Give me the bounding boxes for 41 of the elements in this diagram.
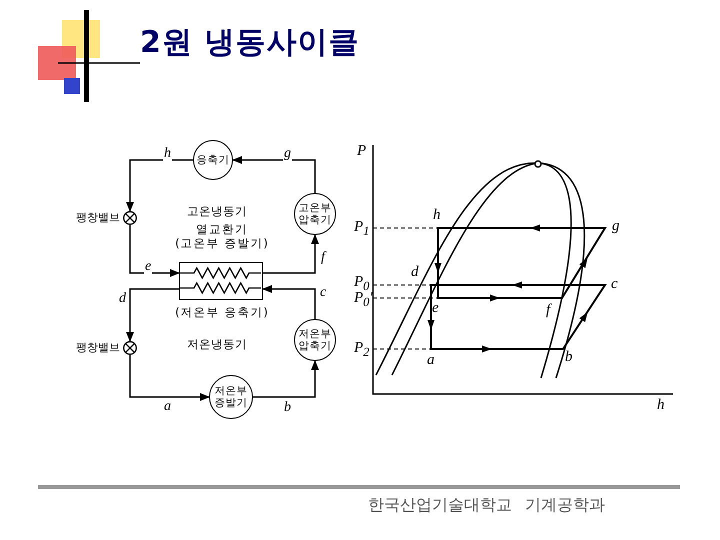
axis-label: h: [657, 397, 664, 414]
point-label: e: [432, 300, 439, 316]
point-label: b: [565, 349, 572, 366]
point-label: a: [427, 352, 434, 368]
cycle-label: 고온냉동기: [187, 205, 247, 218]
node-label: 응축기: [196, 154, 230, 166]
node-label: 고온부 압축기: [298, 202, 332, 226]
arrow: [129, 225, 180, 277]
evaporator-circle: [209, 375, 253, 419]
point-label: h: [433, 207, 440, 224]
arrow: [263, 234, 319, 274]
point-label: d: [411, 264, 418, 280]
edge-label: h: [163, 146, 172, 162]
node-label: 저온부 압축기: [298, 328, 332, 352]
pressure-label: P$_{0}$': [354, 290, 373, 310]
heat-exchanger-label: (고온부 증발기): [174, 237, 270, 250]
point-label: c: [611, 276, 618, 292]
arrow: [126, 159, 193, 212]
compressor-circle: [294, 319, 336, 361]
arrow: [232, 156, 316, 193]
arrow: [126, 288, 179, 342]
heat-exchanger-label: (저온부 응축기): [174, 306, 270, 319]
point-label: g: [612, 218, 620, 234]
valve-label: 팽창밸브: [76, 211, 120, 225]
pressure-label: P$_{2}$: [354, 340, 370, 360]
edge-label: f: [320, 250, 326, 266]
arrow: [262, 285, 316, 319]
heat-exchanger-label: 열교환기: [195, 223, 249, 236]
point-label: f: [546, 302, 550, 318]
footer-text: 한국산업기술대학교 기계공학과: [368, 496, 606, 514]
axis-label: P: [357, 143, 366, 160]
pressure-label: P$_{0}$: [354, 274, 370, 293]
arrow: [129, 355, 210, 401]
valve-label: 팽창밸브: [76, 341, 120, 355]
compressor-circle: [294, 193, 336, 235]
pressure-label: P$_{1}$: [354, 219, 370, 239]
condenser-circle: [193, 140, 233, 180]
node-label: 저온부 증발기: [214, 384, 248, 410]
cycle-label: 저온냉동기: [187, 338, 247, 351]
title: 2원 냉동사이클: [140, 26, 360, 59]
arrow: [253, 360, 319, 398]
